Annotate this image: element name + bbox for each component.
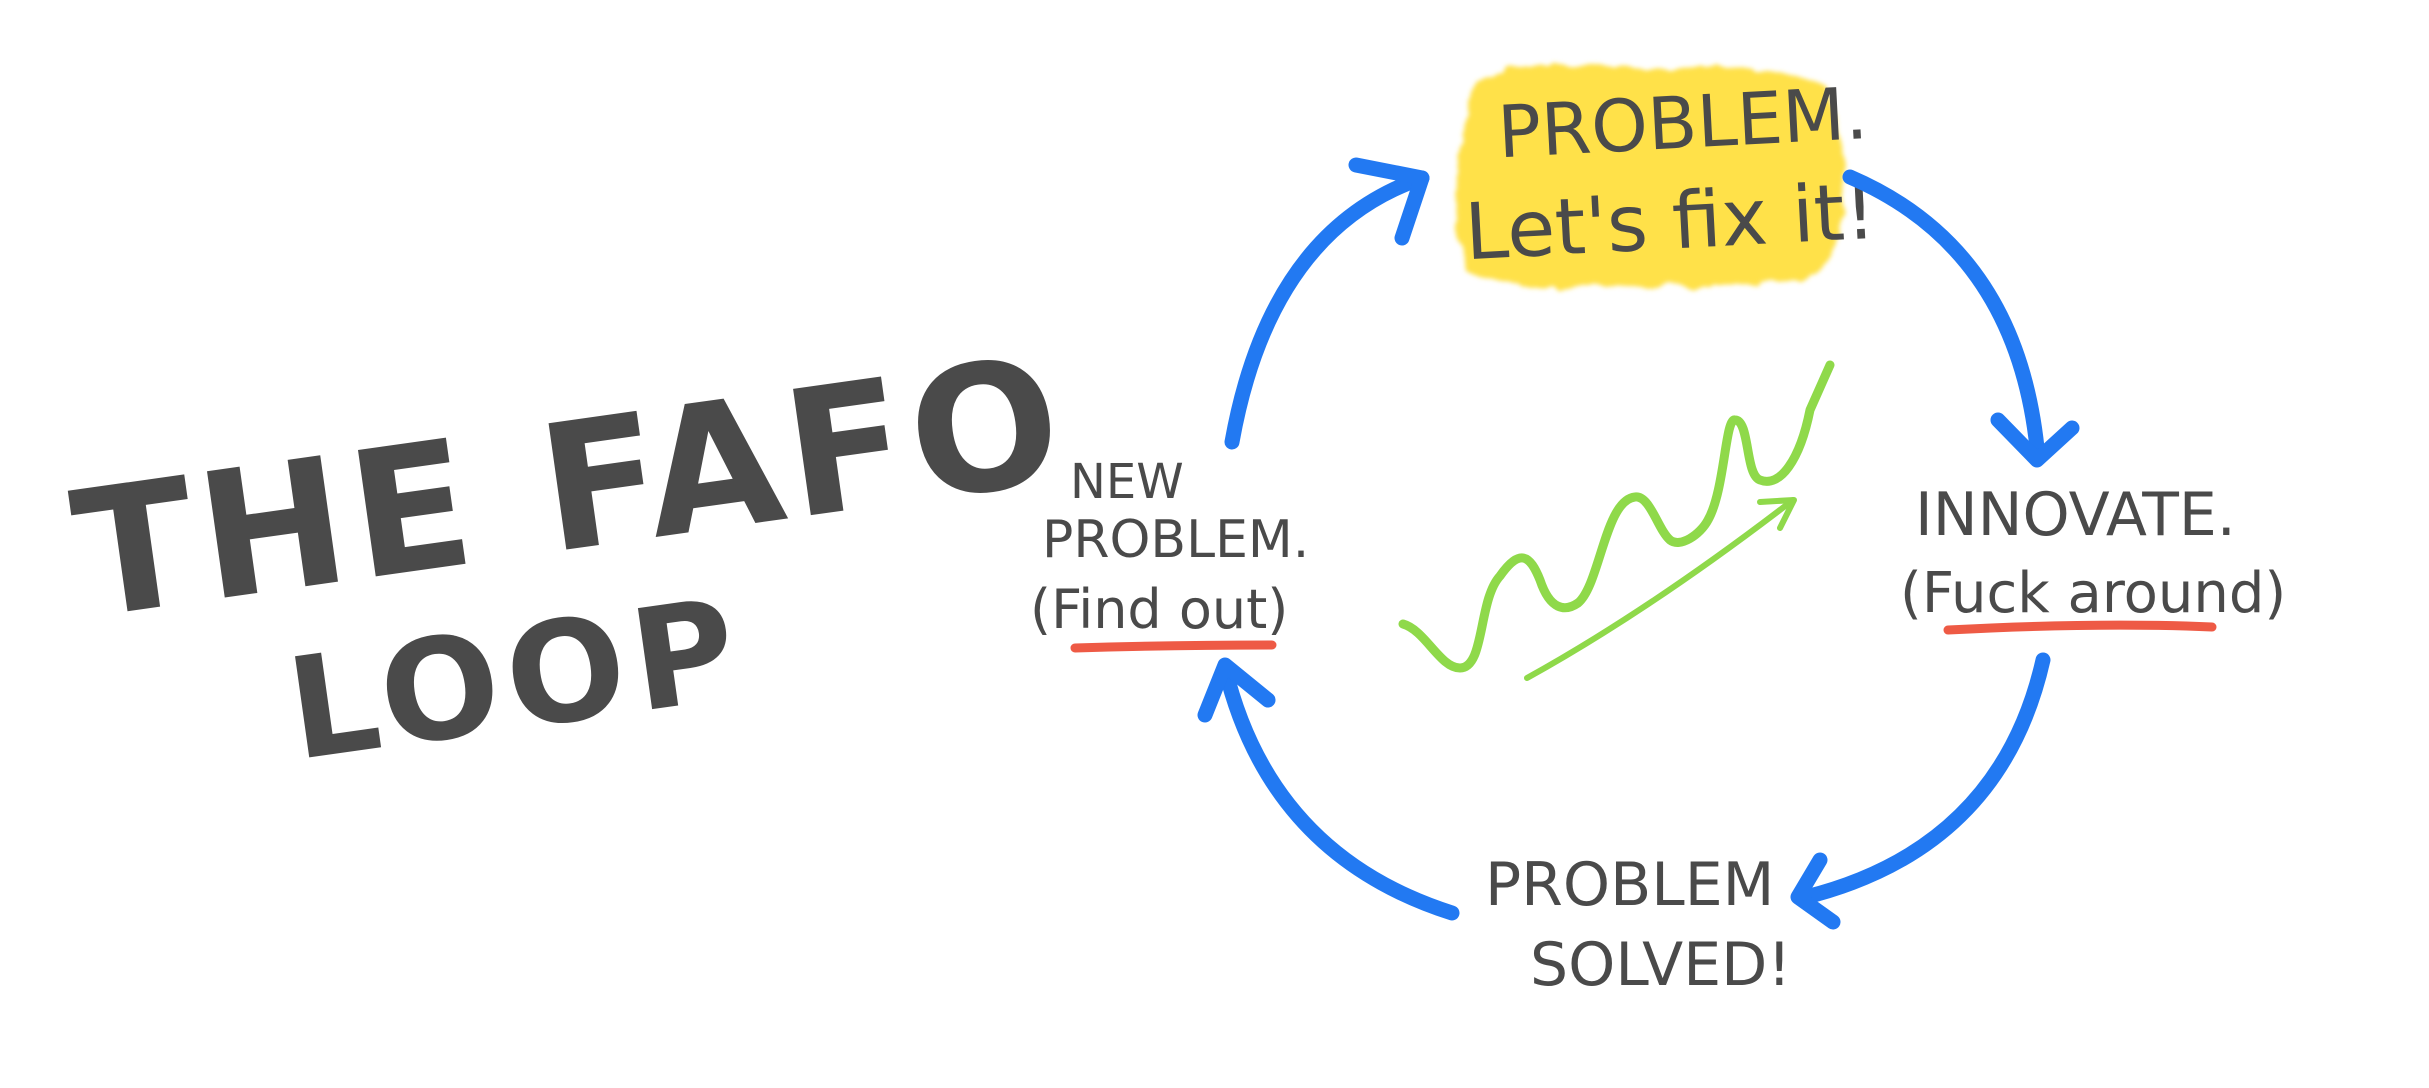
cycle-arrows bbox=[1197, 157, 2080, 930]
node-new-problem-line-1: NEW bbox=[1070, 454, 1184, 510]
node-new-problem: NEW PROBLEM. (Find out) bbox=[1030, 454, 1309, 653]
node-solved-line-2: SOLVED! bbox=[1530, 930, 1791, 1000]
arrow-new-problem-to-problem bbox=[1224, 157, 1430, 450]
node-new-problem-line-2: PROBLEM. bbox=[1042, 510, 1309, 570]
node-problem-line-1: PROBLEM. bbox=[1496, 71, 1870, 174]
node-solved-line-1: PROBLEM bbox=[1485, 850, 1774, 920]
highlight-blob bbox=[1456, 64, 1843, 287]
node-problem: PROBLEM. Let's fix it! bbox=[1463, 71, 1878, 278]
node-problem-line-2: Let's fix it! bbox=[1463, 167, 1878, 278]
node-new-problem-line-3: (Find out) bbox=[1030, 578, 1288, 641]
growth-wavy-line bbox=[1398, 360, 1835, 673]
node-innovate-line-2: (Fuck around) bbox=[1900, 561, 2286, 626]
underline-find-out bbox=[1070, 640, 1277, 653]
growth-trend-arrowhead bbox=[1757, 497, 1797, 531]
arrow-solved-to-new-problem bbox=[1197, 657, 1460, 921]
node-innovate-line-1: INNOVATE. bbox=[1915, 480, 2236, 550]
underline-fuck-around bbox=[1943, 620, 2217, 635]
node-solved: PROBLEM SOLVED! bbox=[1485, 850, 1791, 1000]
arrow-problem-to-innovate bbox=[1842, 169, 2080, 468]
growth-trend-arrow bbox=[1524, 497, 1796, 681]
arrow-innovate-to-solved bbox=[1790, 652, 2051, 930]
title: THE FAFO LOOP bbox=[62, 319, 1078, 793]
growth-graphic bbox=[1398, 360, 1835, 681]
node-innovate: INNOVATE. (Fuck around) bbox=[1900, 480, 2286, 635]
